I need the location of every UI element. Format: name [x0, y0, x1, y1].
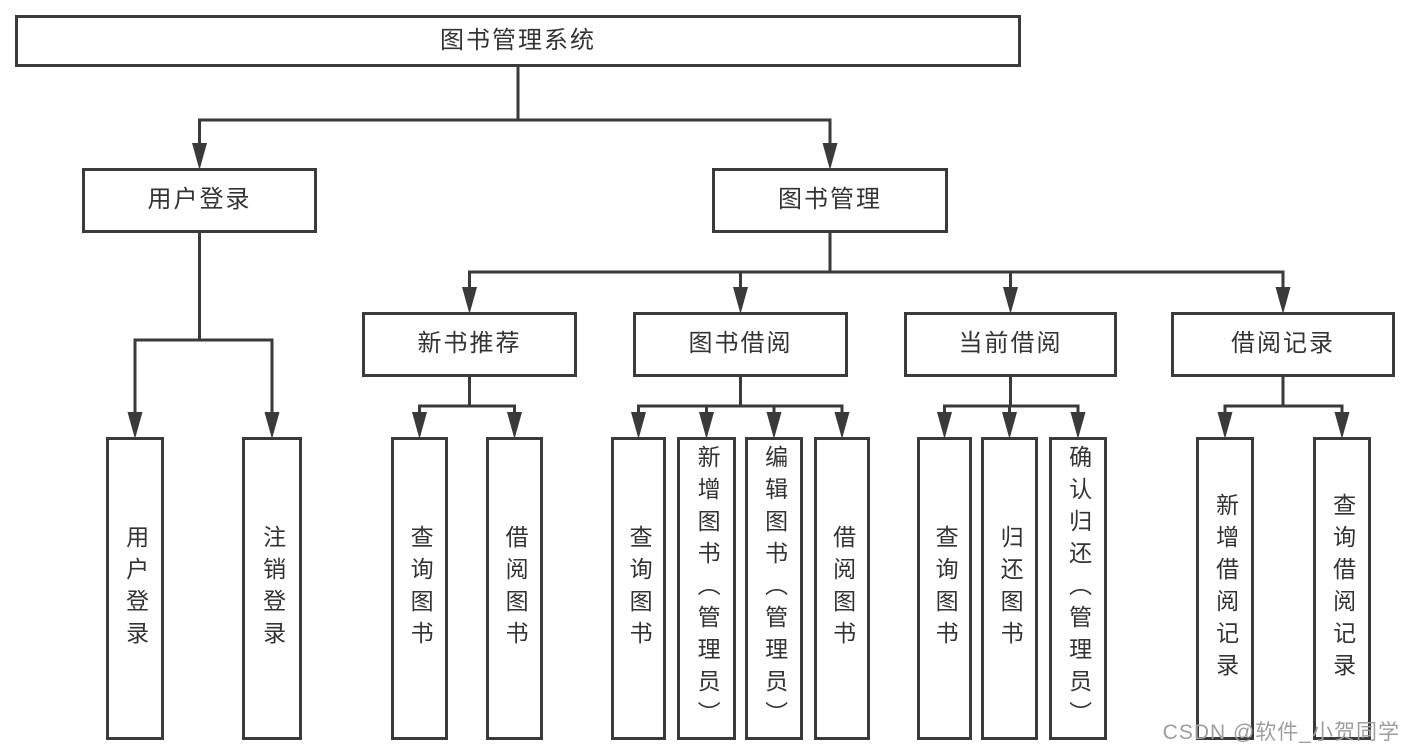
arrowhead-icon [264, 412, 280, 439]
arrowhead-icon [1002, 412, 1017, 439]
arrowhead-icon [127, 412, 143, 439]
node-label: 新书推荐 [417, 330, 522, 358]
arrowhead-icon [937, 412, 952, 439]
leaf-current-return-books: 归还图书 [981, 437, 1038, 740]
leaf-records-query-borrow-record: 查询借阅记录 [1313, 437, 1371, 740]
node-label: 注销登录 [259, 524, 286, 653]
leaf-logout: 注销登录 [242, 437, 302, 740]
node-label: 查询图书 [407, 524, 434, 653]
node-label: 借阅记录 [1231, 330, 1335, 358]
node-label: 借阅图书 [502, 524, 529, 653]
arrowhead-icon [462, 287, 477, 314]
node-label: 当前借阅 [958, 330, 1063, 358]
node-label: 查询借阅记录 [1329, 492, 1356, 685]
leaf-user-login: 用户登录 [106, 437, 164, 740]
arrowhead-icon [834, 412, 850, 439]
node-current-borrowing: 当前借阅 [904, 312, 1117, 377]
leaf-newbook-query-books: 查询图书 [391, 437, 448, 740]
arrowhead-icon [1275, 287, 1291, 314]
leaf-current-query-books: 查询图书 [917, 437, 972, 740]
node-label: 图书管理系统 [440, 26, 596, 54]
leaf-borrowing-borrow-books: 借阅图书 [814, 437, 870, 740]
node-label: 归还图书 [997, 524, 1024, 653]
arrowhead-icon [699, 412, 714, 439]
node-label: 确认归还（管理员） [1065, 444, 1092, 733]
leaf-borrowing-add-books-admin: 新增图书（管理员） [677, 437, 736, 740]
node-label: 图书管理 [778, 186, 882, 214]
node-book-management: 图书管理 [712, 168, 948, 233]
node-new-book-recommend: 新书推荐 [362, 312, 577, 377]
arrowhead-icon [631, 412, 646, 439]
node-label: 新增图书（管理员） [694, 444, 721, 733]
leaf-borrowing-edit-books-admin: 编辑图书（管理员） [745, 437, 803, 740]
leaf-current-confirm-return-admin: 确认归还（管理员） [1049, 437, 1107, 740]
watermark: CSDN @软件_小贺同学 [1162, 721, 1400, 744]
arrowhead-icon [507, 412, 522, 439]
arrowhead-icon [1334, 412, 1350, 439]
leaf-records-add-borrow-record: 新增借阅记录 [1196, 437, 1254, 740]
arrowhead-icon [1003, 287, 1018, 314]
arrowhead-icon [766, 412, 782, 439]
arrowhead-icon [1217, 412, 1233, 439]
arrowhead-icon [412, 412, 427, 439]
node-library-system: 图书管理系统 [15, 15, 1021, 67]
arrowhead-icon [1070, 412, 1086, 439]
node-borrow-records: 借阅记录 [1171, 312, 1395, 377]
node-label: 图书借阅 [688, 330, 793, 358]
node-label: 编辑图书（管理员） [761, 444, 788, 733]
node-book-borrowing: 图书借阅 [633, 312, 848, 377]
node-label: 借阅图书 [829, 524, 856, 653]
node-label: 新增借阅记录 [1212, 492, 1239, 685]
arrowhead-icon [733, 287, 748, 314]
leaf-newbook-borrow-books: 借阅图书 [486, 437, 543, 740]
node-label: 用户登录 [122, 524, 149, 653]
node-user-login: 用户登录 [82, 168, 317, 233]
leaf-borrowing-query-books: 查询图书 [611, 437, 666, 740]
node-label: 用户登录 [147, 186, 252, 214]
node-label: 查询图书 [932, 524, 959, 653]
node-label: 查询图书 [626, 524, 653, 653]
arrowhead-icon [192, 143, 207, 170]
arrowhead-icon [822, 143, 838, 170]
